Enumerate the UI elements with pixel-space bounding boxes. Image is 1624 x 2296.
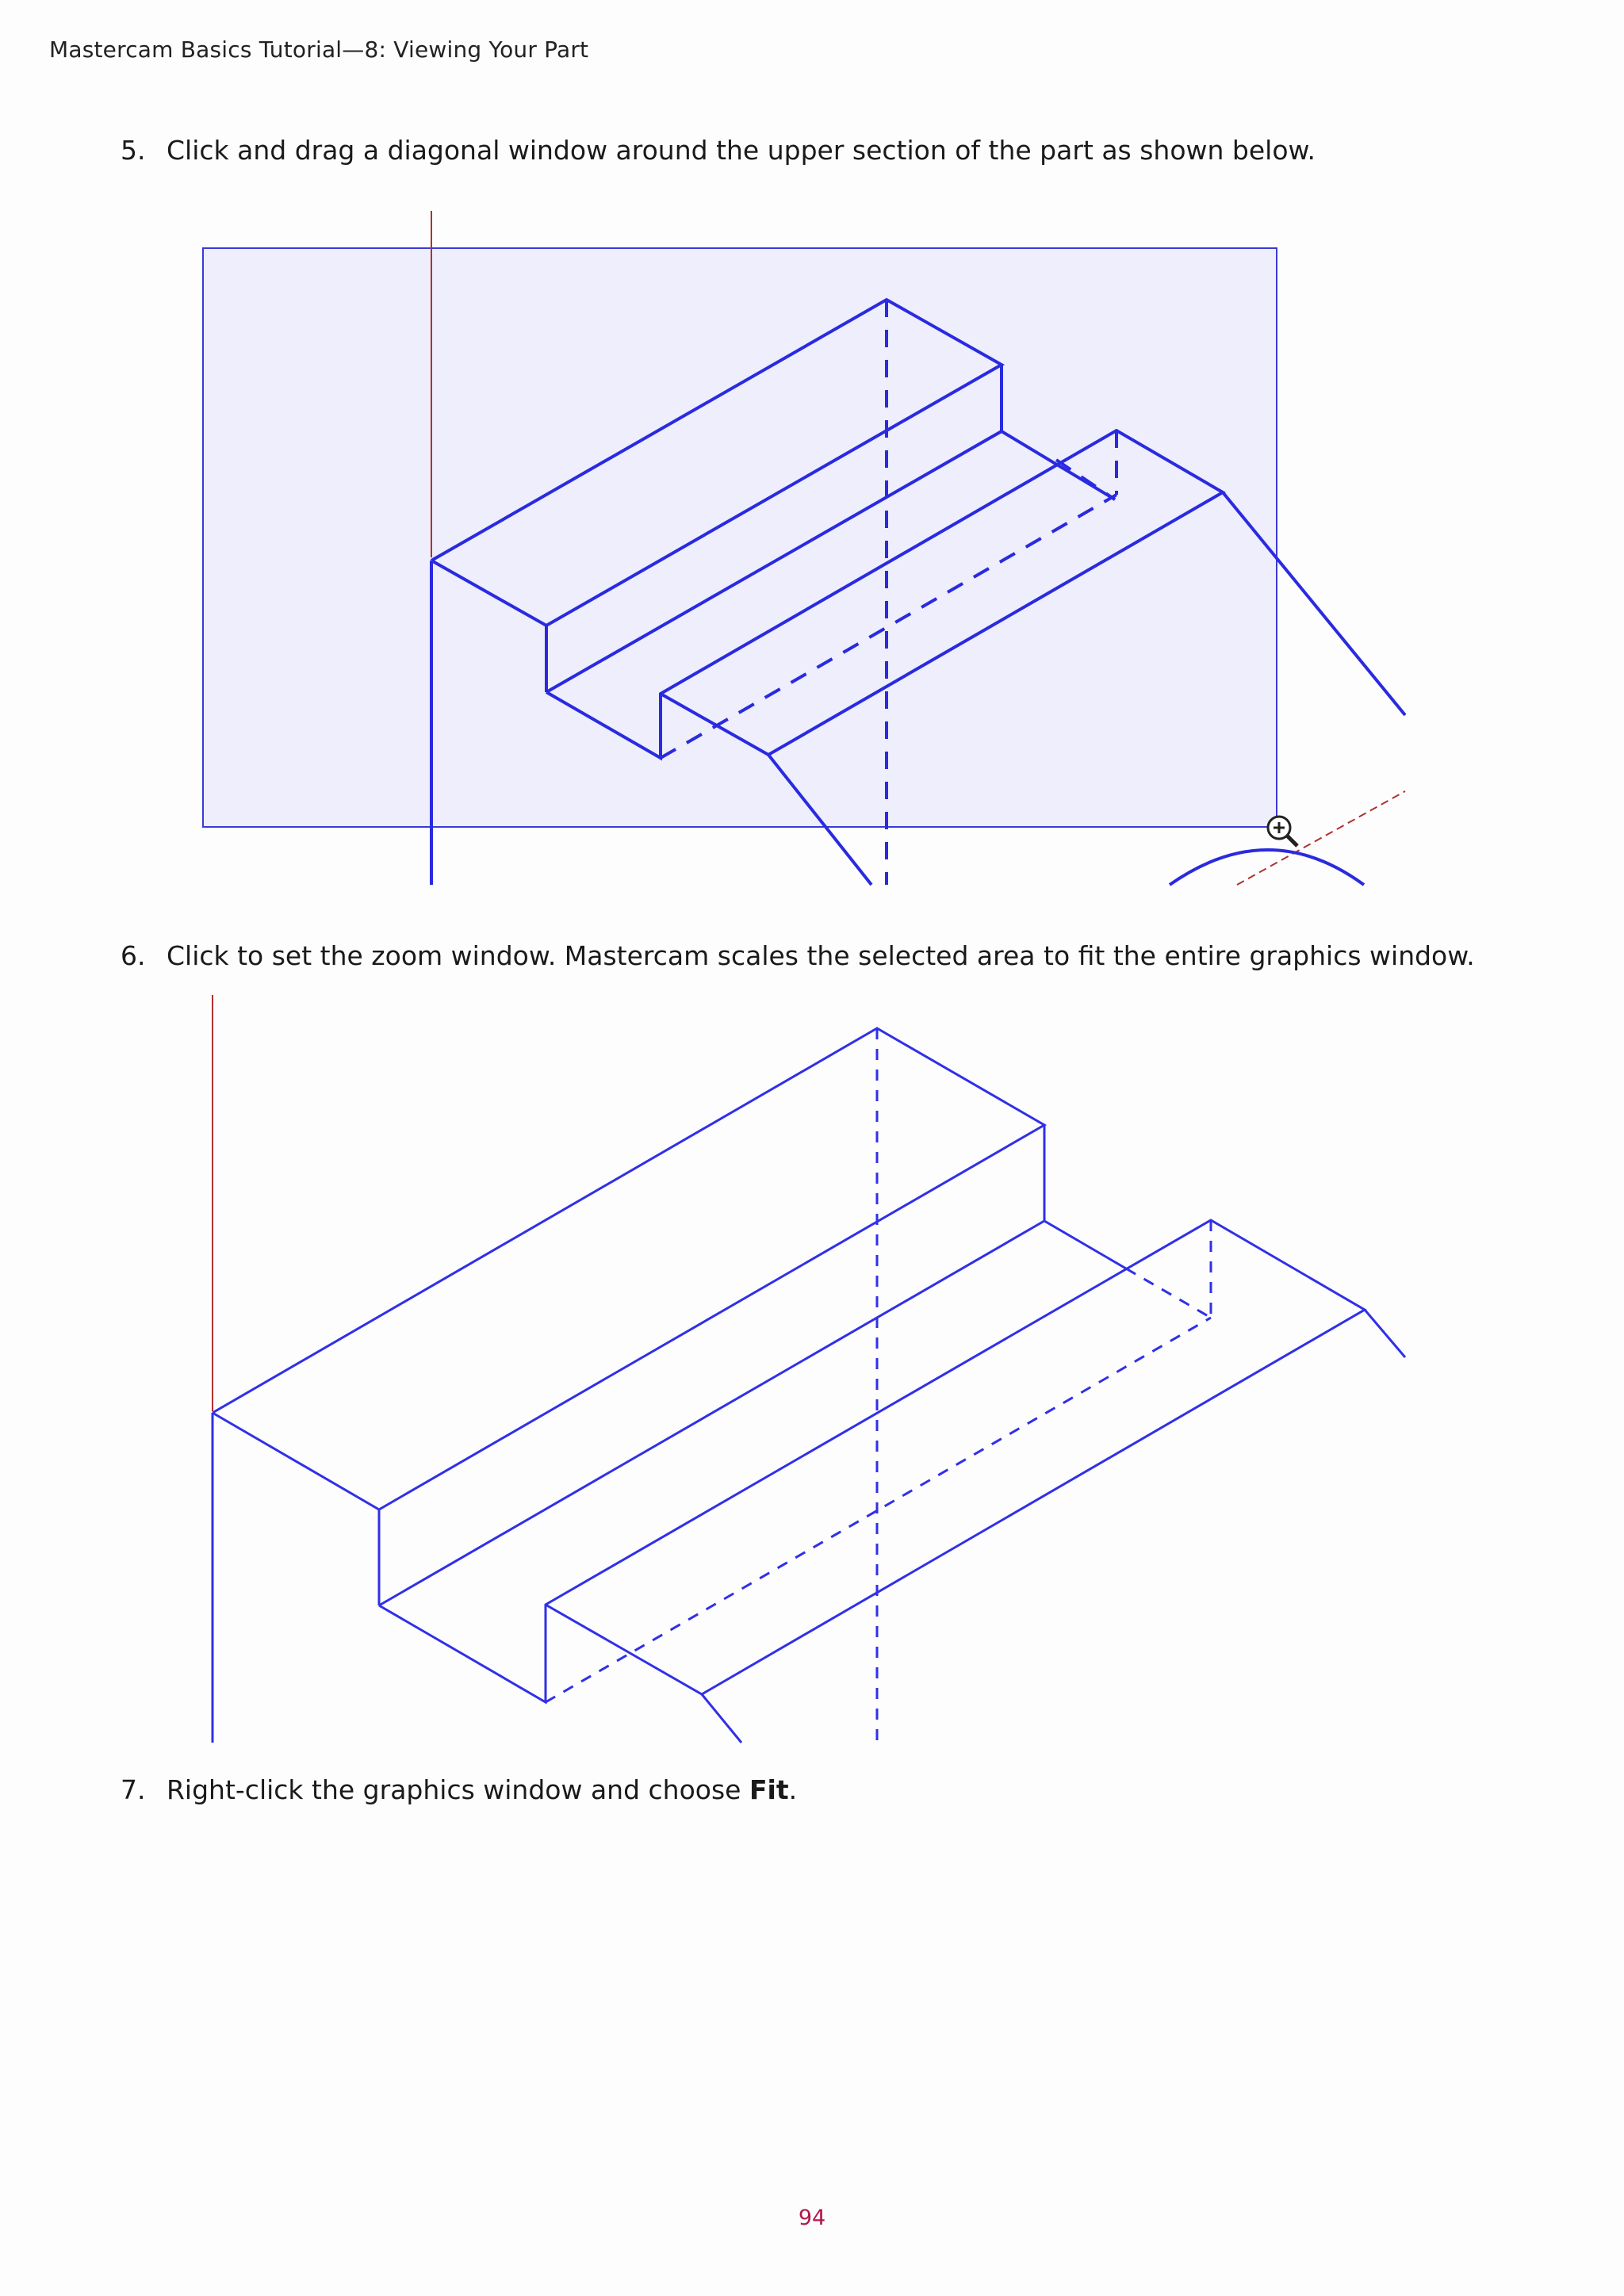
step-number: 6. [121,940,146,971]
zoom-window-figure [202,211,1407,886]
zoomed-part-figure [211,995,1407,1743]
step-text: Click and drag a diagonal window around … [167,135,1316,166]
hidden-edges [545,1028,1212,1743]
step-text: Right-click the graphics window and choo… [167,1773,797,1808]
step-number: 5. [121,135,146,166]
step-number: 7. [121,1774,146,1805]
step-text: Click to set the zoom window. Mastercam … [167,940,1475,971]
step-text-before: Right-click the graphics window and choo… [167,1774,749,1805]
zoom-magnifier-icon [1266,815,1299,848]
axis-line-diagonal [1236,790,1406,886]
part-wireframe [211,1027,1407,1743]
step-text-after: . [788,1774,798,1805]
hidden-edges [659,300,1118,885]
fit-command: Fit [749,1774,789,1805]
running-header: Mastercam Basics Tutorial—8: Viewing You… [49,36,589,63]
zoom-selection-window [202,247,1277,828]
page-number: 94 [798,2206,826,2230]
